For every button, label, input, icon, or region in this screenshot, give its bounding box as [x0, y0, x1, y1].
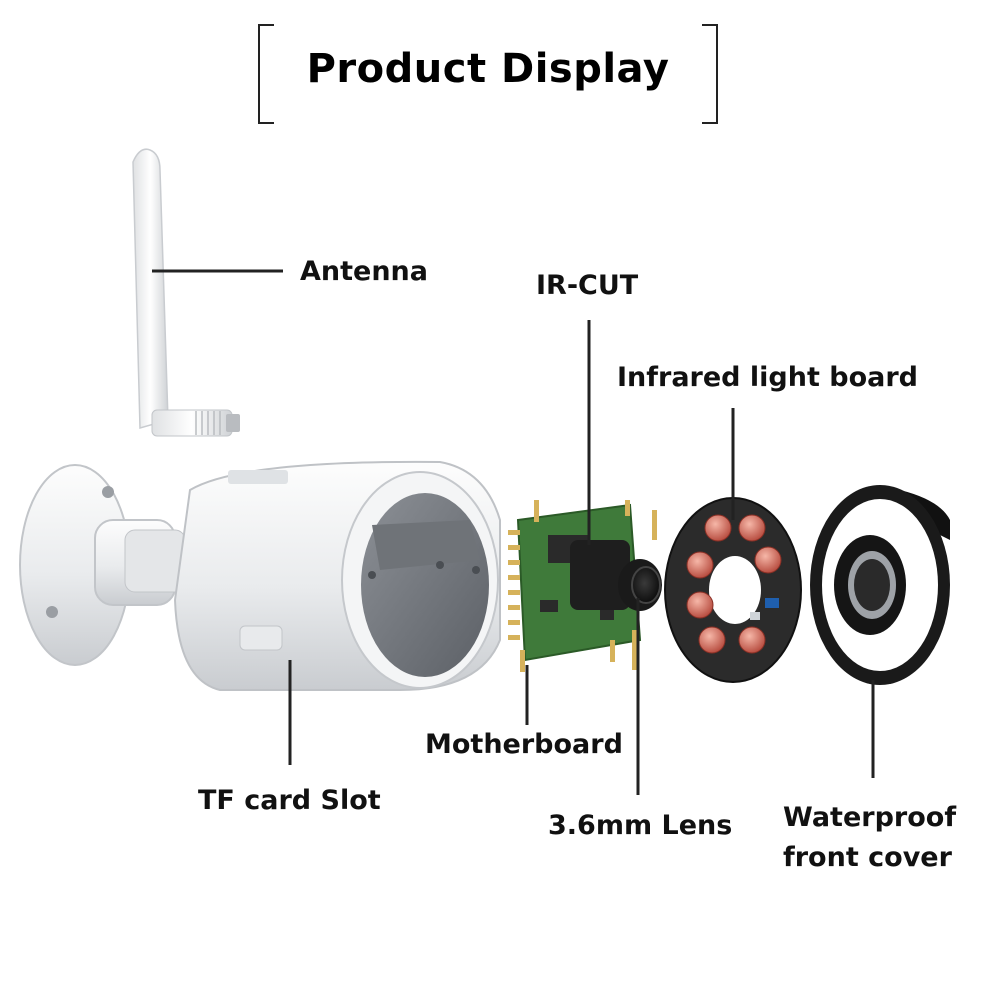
infrared-board-label: Infrared light board	[617, 362, 919, 393]
antenna-part	[132, 148, 240, 437]
leader-lines	[152, 269, 875, 795]
left-bracket	[258, 24, 274, 124]
title-frame: Product Display	[258, 24, 718, 124]
page-title: Product Display	[306, 46, 670, 92]
front-cover-label-line2: front cover	[783, 842, 952, 873]
ir-cut-label: IR-CUT	[536, 270, 639, 301]
infrared-light-board-part	[664, 497, 802, 683]
lens-label: 3.6mm Lens	[548, 810, 733, 841]
right-bracket	[702, 24, 718, 124]
motherboard-part	[508, 500, 662, 672]
antenna-label: Antenna	[300, 256, 428, 287]
camera-housing	[173, 460, 501, 691]
motherboard-label: Motherboard	[425, 729, 623, 760]
wall-mount-bracket	[19, 464, 186, 666]
front-cover-label-line1: Waterproof	[783, 802, 957, 833]
tf-card-slot-label: TF card Slot	[198, 785, 381, 816]
waterproof-front-cover-part	[810, 485, 950, 685]
